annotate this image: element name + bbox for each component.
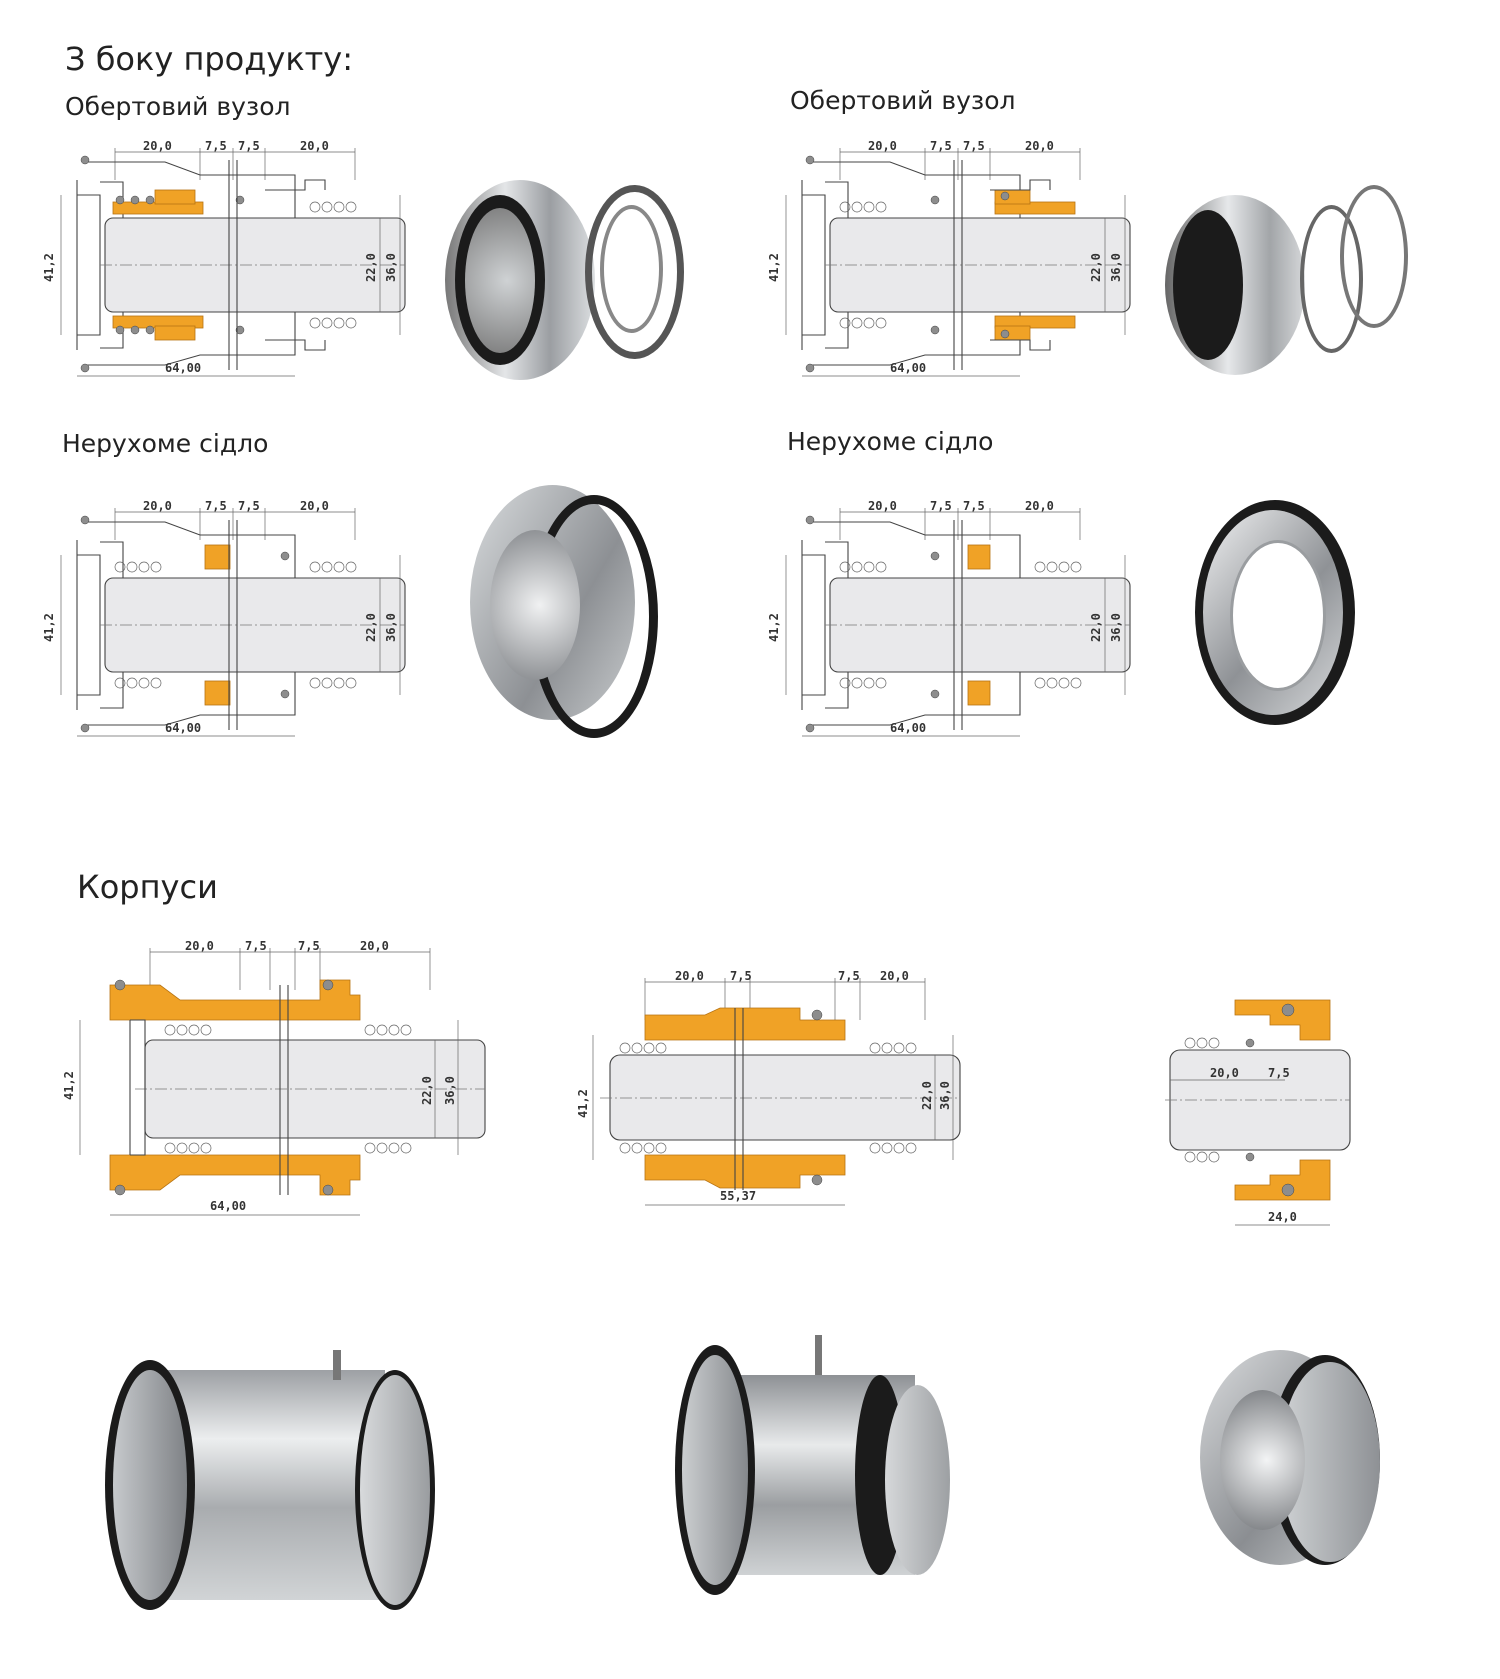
dim-7-5-a: 7,5 xyxy=(245,939,267,953)
heading-stationary-seat-left: Нерухоме сідло xyxy=(62,429,269,458)
dim-7-5-b: 7,5 xyxy=(298,939,320,953)
dim-22-0: 22,0 xyxy=(920,1081,934,1110)
dim-64-00: 64,00 xyxy=(165,361,201,375)
dim-22-0: 22,0 xyxy=(364,613,378,642)
dim-20-left: 20,0 xyxy=(675,969,704,983)
dim-22-0: 22,0 xyxy=(1089,613,1103,642)
rotating-unit-drawing-right: 20,0 7,5 7,5 20,0 41,2 22,0 36,0 64,00 xyxy=(767,139,1131,377)
dim-64-00: 64,00 xyxy=(890,361,926,375)
dim-7-5: 7,5 xyxy=(1268,1066,1290,1080)
dim-36-0: 36,0 xyxy=(1109,613,1123,642)
housing-drawing-2: 20,0 7,5 7,5 20,0 41,2 22,0 36,0 55,37 xyxy=(576,969,961,1206)
heading-rotating-unit-right: Обертовий вузол xyxy=(790,86,1016,115)
dim-7-5-b: 7,5 xyxy=(963,499,985,513)
dim-41-2: 41,2 xyxy=(767,613,781,642)
dim-64-00: 64,00 xyxy=(210,1199,246,1213)
dim-7-5-a: 7,5 xyxy=(730,969,752,983)
dim-41-2: 41,2 xyxy=(576,1089,590,1118)
photo-housing-2 xyxy=(675,1335,955,1605)
stationary-seat-drawing-right: 20,0 7,5 7,5 20,0 41,2 22,0 36,0 64,00 xyxy=(767,499,1131,737)
dim-64-00: 64,00 xyxy=(165,721,201,735)
photo-rotating-unit-right xyxy=(1165,185,1408,385)
dim-7-5-b: 7,5 xyxy=(838,969,860,983)
dim-22-0: 22,0 xyxy=(364,253,378,282)
dim-20-right: 20,0 xyxy=(300,499,329,513)
dim-7-5-b: 7,5 xyxy=(963,139,985,153)
dim-36-0: 36,0 xyxy=(938,1081,952,1110)
dim-24-0: 24,0 xyxy=(1268,1210,1297,1224)
dim-22-0: 22,0 xyxy=(1089,253,1103,282)
dim-20-right: 20,0 xyxy=(360,939,389,953)
dim-20-left: 20,0 xyxy=(868,139,897,153)
heading-housings: Корпуси xyxy=(77,868,218,906)
dim-41-2: 41,2 xyxy=(42,253,56,282)
dim-55-37: 55,37 xyxy=(720,1189,756,1203)
dim-64-00: 64,00 xyxy=(890,721,926,735)
stationary-seat-drawing-left: 20,0 7,5 7,5 20,0 41,2 22,0 36,0 64,00 xyxy=(42,499,406,737)
photo-rotating-unit-left xyxy=(440,160,690,390)
dim-20-left: 20,0 xyxy=(185,939,214,953)
dim-20-right: 20,0 xyxy=(880,969,909,983)
dim-22-0: 22,0 xyxy=(420,1076,434,1105)
photo-stationary-seat-left xyxy=(470,485,658,738)
dim-41-2: 41,2 xyxy=(62,1071,76,1100)
heading-stationary-seat-right: Нерухоме сідло xyxy=(787,427,994,456)
dim-7-5-a: 7,5 xyxy=(205,499,227,513)
dim-7-5-a: 7,5 xyxy=(930,139,952,153)
housing-drawing-3: 20,0 7,5 24,0 xyxy=(1165,999,1351,1226)
photo-housing-1 xyxy=(105,1350,445,1620)
dim-20-right: 20,0 xyxy=(1025,139,1054,153)
dim-20-left: 20,0 xyxy=(143,499,172,513)
heading-product-side: З боку продукту: xyxy=(65,40,353,78)
photo-housing-3 xyxy=(1200,1350,1400,1570)
housing-drawing-1: 20,0 7,5 7,5 20,0 41,2 22,0 36,0 64,00 xyxy=(62,939,486,1216)
rotating-unit-drawing-left: 20,0 7,5 7,5 20,0 41,2 22,0 36,0 64,00 xyxy=(42,139,406,377)
dim-36-0: 36,0 xyxy=(384,613,398,642)
dim-7-5-a: 7,5 xyxy=(205,139,227,153)
dim-20-right: 20,0 xyxy=(1025,499,1054,513)
dim-41-2: 41,2 xyxy=(767,253,781,282)
dim-41-2: 41,2 xyxy=(42,613,56,642)
heading-rotating-unit-left: Обертовий вузол xyxy=(65,92,291,121)
dim-20-left: 20,0 xyxy=(143,139,172,153)
dim-20-right: 20,0 xyxy=(300,139,329,153)
dim-20-0: 20,0 xyxy=(1210,1066,1239,1080)
dim-36-0: 36,0 xyxy=(384,253,398,282)
dim-36-0: 36,0 xyxy=(443,1076,457,1105)
dim-36-0: 36,0 xyxy=(1109,253,1123,282)
dim-7-5-b: 7,5 xyxy=(238,499,260,513)
dim-7-5-a: 7,5 xyxy=(930,499,952,513)
photo-stationary-seat-right xyxy=(1195,500,1365,730)
dim-20-left: 20,0 xyxy=(868,499,897,513)
dim-7-5-b: 7,5 xyxy=(238,139,260,153)
